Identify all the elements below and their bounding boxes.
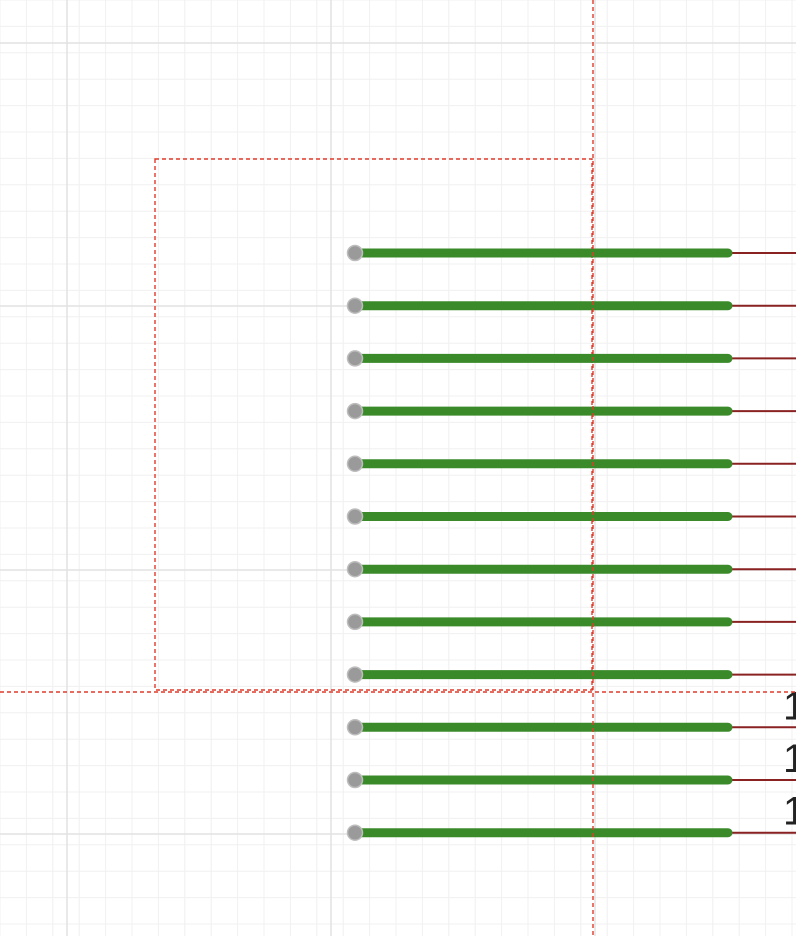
pin-12[interactable]: 1 [346, 790, 796, 841]
pin-3[interactable] [346, 350, 796, 367]
pin-endpoint[interactable] [346, 350, 364, 367]
pin-endpoint[interactable] [346, 508, 364, 525]
pin-5[interactable] [346, 455, 796, 473]
pin-label: 1 [783, 790, 796, 834]
component-selection-box [154, 158, 593, 691]
pin-group: 1 1 1 [346, 244, 796, 841]
pin-endpoint[interactable] [346, 771, 364, 789]
pin-endpoint[interactable] [346, 244, 364, 262]
pin-endpoint[interactable] [346, 719, 364, 736]
pin-9[interactable] [346, 666, 796, 683]
pin-endpoint[interactable] [346, 560, 364, 578]
pin-endpoint[interactable] [346, 402, 364, 420]
pin-10[interactable]: 1 [346, 684, 796, 736]
pin-label: 1 [783, 684, 796, 728]
pin-1[interactable] [346, 244, 796, 262]
pin-8[interactable] [346, 613, 796, 631]
pin-endpoint[interactable] [346, 666, 364, 683]
pin-4[interactable] [346, 402, 796, 420]
pin-7[interactable] [346, 560, 796, 578]
pin-11[interactable]: 1 [346, 737, 796, 789]
pin-endpoint[interactable] [346, 297, 364, 314]
pin-label: 1 [783, 737, 796, 781]
pin-endpoint[interactable] [346, 613, 364, 631]
pin-endpoint[interactable] [346, 824, 364, 841]
pin-endpoint[interactable] [346, 455, 364, 473]
pin-2[interactable] [346, 297, 796, 314]
pin-6[interactable] [346, 508, 796, 525]
